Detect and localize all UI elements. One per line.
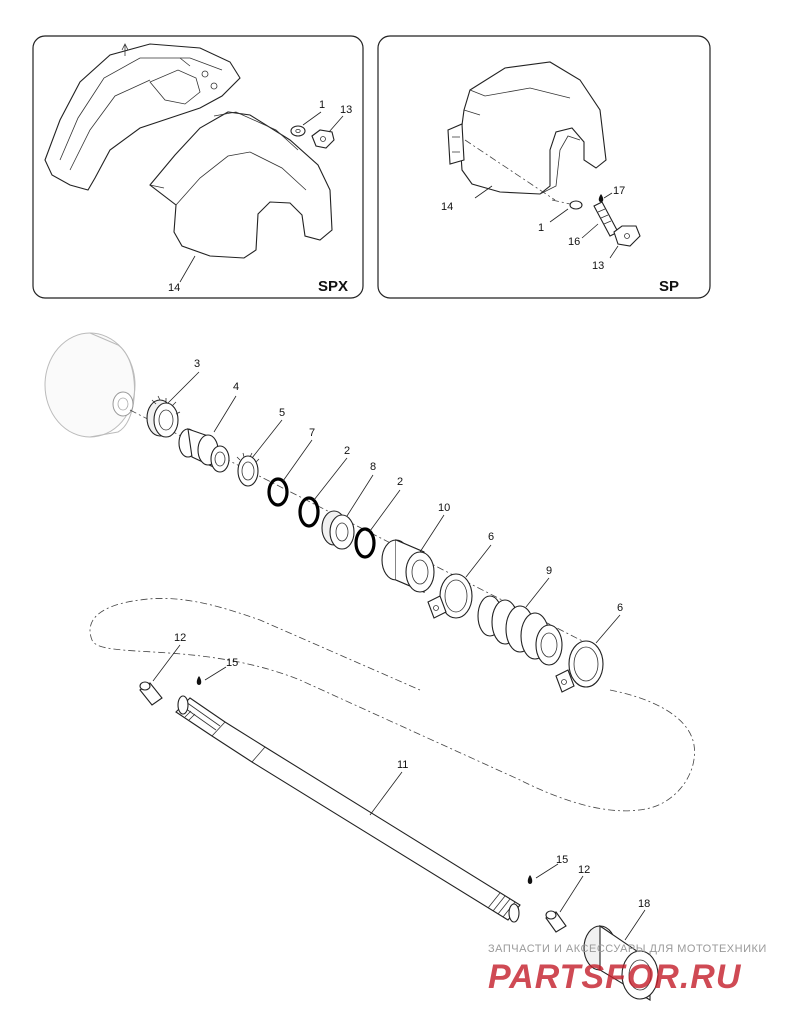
callout-6b: 6 <box>617 602 623 614</box>
cover-14-sp <box>447 61 607 195</box>
grease-drop-15a <box>196 676 202 685</box>
hull-bracket <box>44 43 241 191</box>
o-ring-2b <box>354 527 376 559</box>
boot-9 <box>477 595 563 666</box>
washer-1-spx <box>290 125 306 137</box>
callout-8: 8 <box>370 461 376 473</box>
grease-drop-15b <box>527 875 533 884</box>
watermark-brand: PARTSFOR.RU <box>488 958 742 996</box>
sleeve-18 <box>583 924 659 1001</box>
clamp-6b <box>555 640 604 693</box>
coupler-5 <box>236 452 260 487</box>
shaft-group-outline <box>89 598 695 812</box>
coupler-3 <box>146 395 181 438</box>
engine-housing <box>44 332 136 438</box>
panel-spx-frame <box>32 35 364 299</box>
watermark-tagline: ЗАПЧАСТИ И АКСЕССУАРЫ ДЛЯ МОТОТЕХНИКИ <box>488 943 767 955</box>
wing-nut-13-sp <box>613 225 641 247</box>
drive-assembly: 3 4 5 7 2 8 2 10 6 9 6 12 15 11 15 12 18 <box>44 332 695 1001</box>
callout-16-sp: 16 <box>568 236 580 248</box>
cover-14-spx <box>149 111 333 259</box>
callout-2b: 2 <box>397 476 403 488</box>
o-ring-2a <box>298 496 320 528</box>
callout-12a: 12 <box>174 632 186 644</box>
panel-sp: 14 1 16 17 13 SP <box>377 35 711 299</box>
callout-11: 11 <box>397 759 408 771</box>
callout-10: 10 <box>438 502 450 514</box>
callout-12b: 12 <box>578 864 590 876</box>
callout-5: 5 <box>279 407 285 419</box>
callout-15b: 15 <box>556 854 568 866</box>
panel-sp-frame <box>377 35 711 299</box>
callout-1-sp: 1 <box>538 222 544 234</box>
watermark: ЗАПЧАСТИ И АКСЕССУАРЫ ДЛЯ МОТОТЕХНИКИ PA… <box>488 943 767 996</box>
callout-7: 7 <box>309 427 315 439</box>
boot-4 <box>178 428 230 473</box>
callout-2a: 2 <box>344 445 350 457</box>
panel-sp-tag: SP <box>659 278 679 295</box>
callout-13-spx: 13 <box>340 104 352 116</box>
washer-1-sp <box>569 200 583 210</box>
callout-4: 4 <box>233 381 239 393</box>
wing-nut-13-spx <box>311 129 335 149</box>
bearing-8 <box>321 510 355 550</box>
panel-spx: 1 13 14 SPX <box>32 35 364 299</box>
panel-spx-tag: SPX <box>318 278 348 295</box>
o-ring-7 <box>267 477 289 507</box>
callout-1-spx: 1 <box>319 99 325 111</box>
sleeve-12a <box>139 681 163 706</box>
callout-17-sp: 17 <box>613 185 625 197</box>
callout-3: 3 <box>194 358 200 370</box>
callout-9: 9 <box>546 565 552 577</box>
callout-6a: 6 <box>488 531 494 543</box>
drive-shaft-11 <box>175 695 521 923</box>
callout-15a: 15 <box>226 657 238 669</box>
stud-16-sp <box>593 201 619 237</box>
callout-14-spx: 14 <box>168 282 180 294</box>
sleeve-10 <box>381 539 435 593</box>
callout-14-sp: 14 <box>441 201 453 213</box>
sleeve-12b <box>545 910 567 933</box>
callout-13-sp: 13 <box>592 260 604 272</box>
clamp-6a <box>427 573 473 619</box>
callout-18: 18 <box>638 898 650 910</box>
grease-drop-17 <box>598 194 604 202</box>
